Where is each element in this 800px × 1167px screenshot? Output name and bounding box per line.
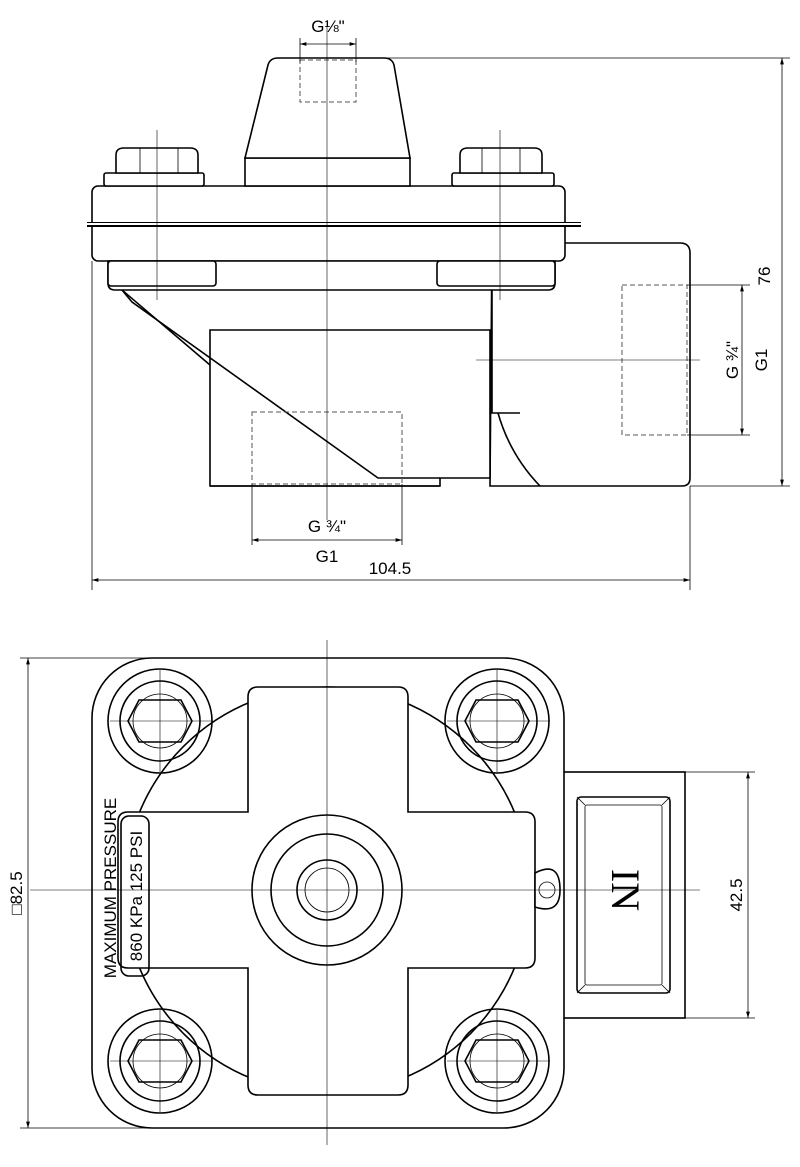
dim-body-square: □82.5 xyxy=(7,871,26,914)
dim-inlet-outer: G1 xyxy=(316,547,339,566)
dim-overall-height: 76 xyxy=(755,267,774,286)
dim-overall-width: 104.5 xyxy=(369,559,412,578)
dim-outlet-inner: G ¾" xyxy=(723,341,742,379)
side-view: G⅛" 76 G ¾" G1 G ¾" G1 104.5 xyxy=(86,17,790,590)
cover-cap xyxy=(244,157,411,187)
pressure-label-line1: MAXIMUM PRESSURE xyxy=(101,798,120,978)
dim-inlet-inner: G ¾" xyxy=(308,517,346,536)
dim-outlet-outer: G1 xyxy=(752,349,771,372)
outlet-housing xyxy=(489,242,691,487)
top-view: MAXIMUM PRESSURE 860 KPa 125 PSI IN □82.… xyxy=(7,640,755,1145)
dim-port-top: G⅛" xyxy=(311,17,344,36)
cover-plate xyxy=(117,686,536,1096)
pressure-label-line2: 860 KPa 125 PSI xyxy=(127,831,146,961)
pilot-dome xyxy=(243,57,411,159)
dim-inlet-width: 42.5 xyxy=(727,878,746,911)
